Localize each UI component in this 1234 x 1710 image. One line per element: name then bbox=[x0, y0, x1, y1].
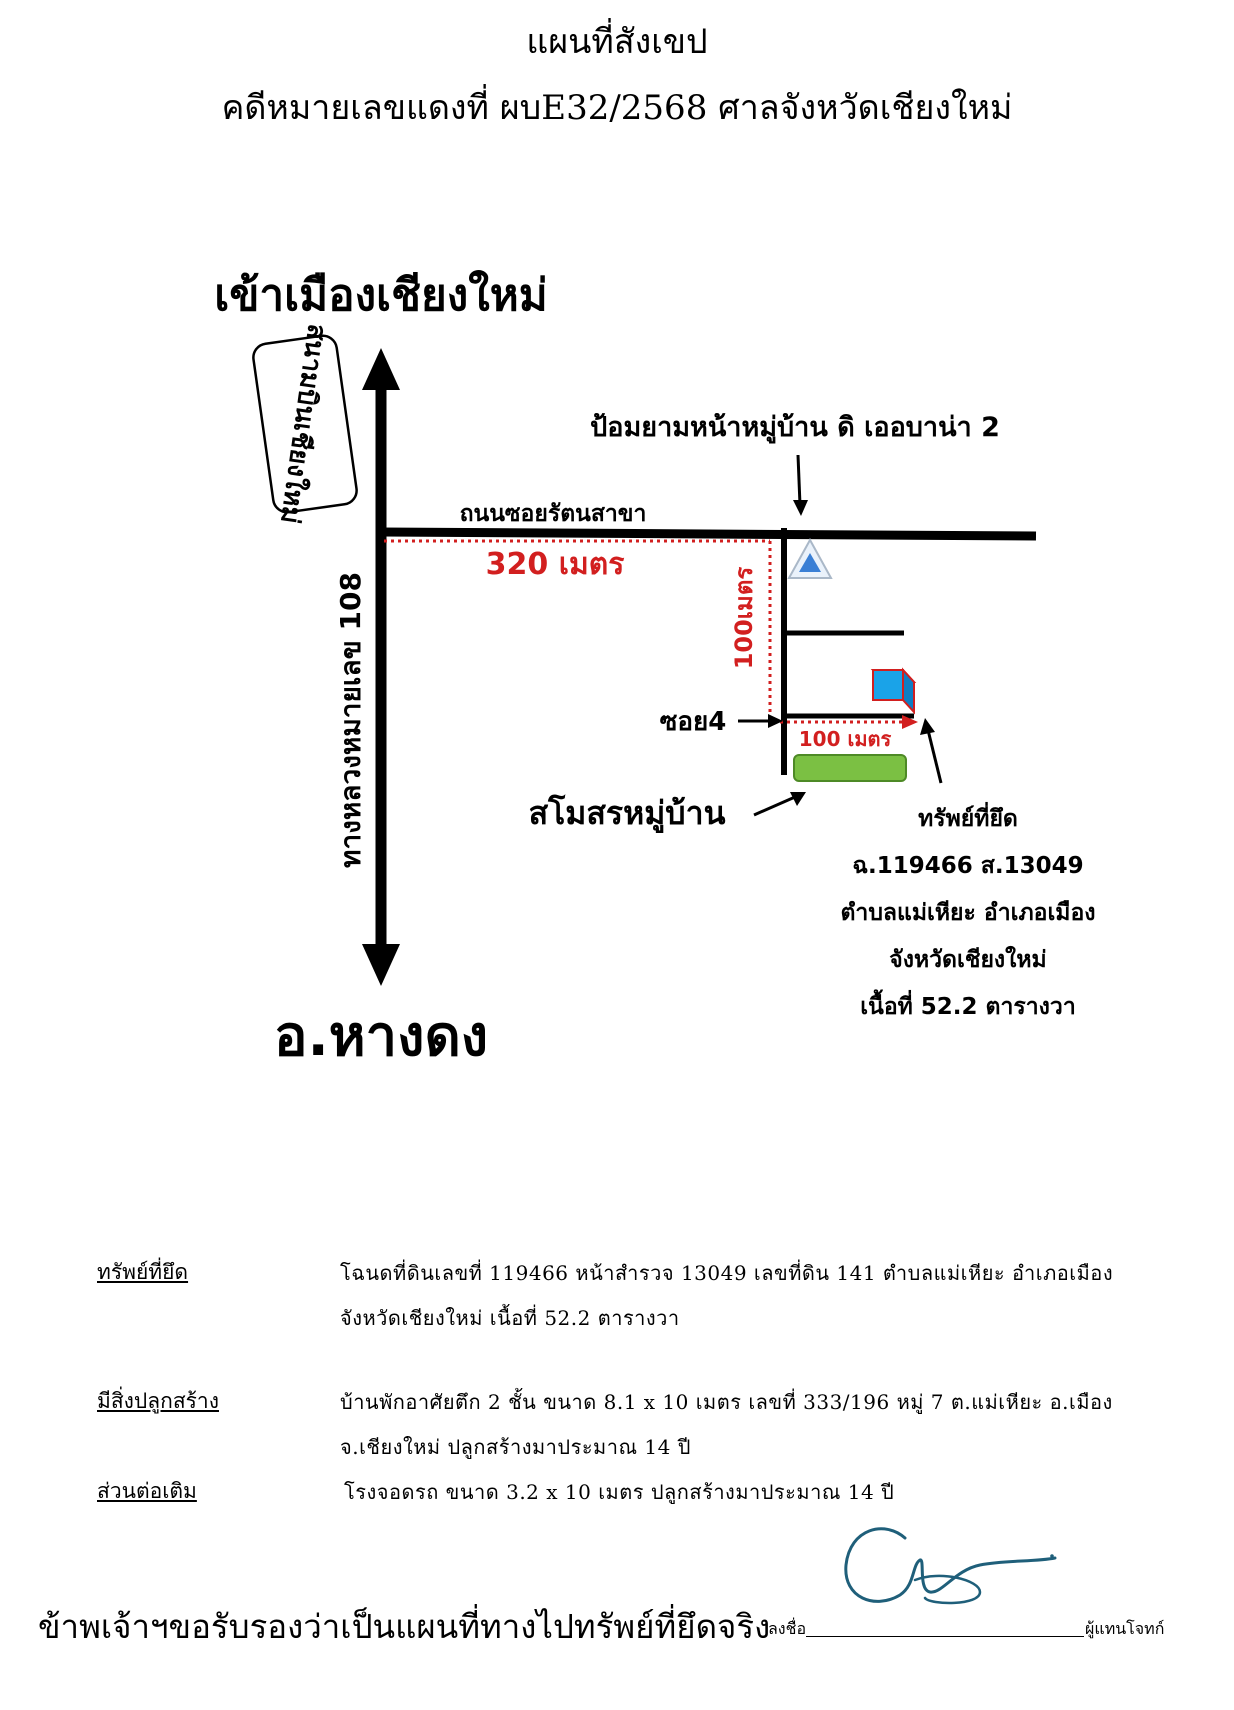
property-icon bbox=[870, 667, 917, 715]
sign-label: ลงชื่อ bbox=[768, 1619, 807, 1638]
building-line1: บ้านพักอาศัยตึก 2 ชั้น ขนาด 8.1 x 10 เมต… bbox=[340, 1390, 1113, 1414]
seized-line1: โฉนดที่ดินเลขที่ 119466 หน้าสำรวจ 13049 … bbox=[340, 1261, 1114, 1285]
north-arrowhead bbox=[362, 348, 400, 390]
sketch-map: เข้าเมืองเชียงใหม่ อ.หางดง สนามบินเชียงใ… bbox=[214, 269, 1095, 1069]
clubhouse-icon bbox=[793, 754, 907, 782]
soi-road-line bbox=[380, 527, 1037, 541]
guard-post-label: ป้อมยามหน้าหมู่บ้าน ดิ เออบาน่า 2 bbox=[590, 412, 1000, 444]
clubhouse-pointer bbox=[753, 795, 796, 817]
seized-line2: จังหวัดเชียงใหม่ เนื้อที่ 52.2 ตารางวา bbox=[340, 1306, 680, 1330]
soi4-pointer-head bbox=[768, 714, 783, 728]
seized-label: ทรัพย์ที่ยึด bbox=[97, 1260, 189, 1284]
guard-post-pointer-head bbox=[793, 500, 808, 516]
guard-post-icon bbox=[787, 537, 833, 579]
property-info-line2: ฉ.119466 ส.13049 bbox=[852, 853, 1083, 879]
page-subtitle: คดีหมายเลขแดงที่ ผบE32/2568 ศาลจังหวัดเช… bbox=[221, 88, 1013, 128]
distance-vertical-label: 100เมตร bbox=[730, 567, 758, 670]
soi-road-label: ถนนซอยรัตนสาขา bbox=[460, 501, 647, 527]
south-arrowhead bbox=[362, 944, 400, 986]
building-label: มีสิ่งปลูกสร้าง bbox=[97, 1389, 219, 1413]
property-info-line1: ทรัพย์ที่ยึด bbox=[918, 801, 1018, 832]
property-pointer-head bbox=[920, 718, 935, 735]
building-line2: จ.เชียงใหม่ ปลูกสร้างมาประมาณ 14 ปี bbox=[340, 1435, 691, 1459]
soi4-label: ซอย4 bbox=[660, 707, 727, 737]
distance-soi-arrowhead bbox=[902, 715, 918, 729]
signature bbox=[844, 1527, 1057, 1605]
property-info-line5: เนื้อที่ 52.2 ตารางวา bbox=[860, 989, 1076, 1020]
property-info-line4: จังหวัดเชียงใหม่ bbox=[889, 945, 1046, 973]
distance-soi-label: 100 เมตร bbox=[799, 727, 892, 751]
extension-label: ส่วนต่อเติม bbox=[97, 1479, 197, 1503]
property-info: ทรัพย์ที่ยึด ฉ.119466 ส.13049 ตำบลแม่เหี… bbox=[840, 801, 1095, 1020]
north-destination-label: เข้าเมืองเชียงใหม่ bbox=[214, 269, 547, 321]
airport-box bbox=[252, 334, 358, 514]
certify-statement: ข้าพเจ้าฯขอรับรองว่าเป็นแผนที่ทางไปทรัพย… bbox=[38, 1607, 771, 1646]
south-destination-label: อ.หางดง bbox=[274, 1004, 488, 1069]
clubhouse-pointer-head bbox=[790, 792, 806, 806]
guard-post-pointer bbox=[796, 454, 802, 506]
property-info-line3: ตำบลแม่เหียะ อำเภอเมือง bbox=[840, 900, 1095, 926]
signer-role: ผู้แทนโจทก์ bbox=[1085, 1619, 1165, 1638]
highway-label: ทางหลวงหมายเลข 108 bbox=[334, 572, 367, 868]
extension-line1: โรงจอดรถ ขนาด 3.2 x 10 เมตร ปลูกสร้างมาป… bbox=[344, 1480, 895, 1504]
property-pointer bbox=[926, 729, 943, 784]
signature-line bbox=[806, 1636, 1084, 1637]
clubhouse-label: สโมสรหมู่บ้าน bbox=[529, 794, 726, 834]
distance-main-label: 320 เมตร bbox=[486, 547, 625, 582]
page-title: แผนที่สังเขป bbox=[526, 22, 708, 62]
